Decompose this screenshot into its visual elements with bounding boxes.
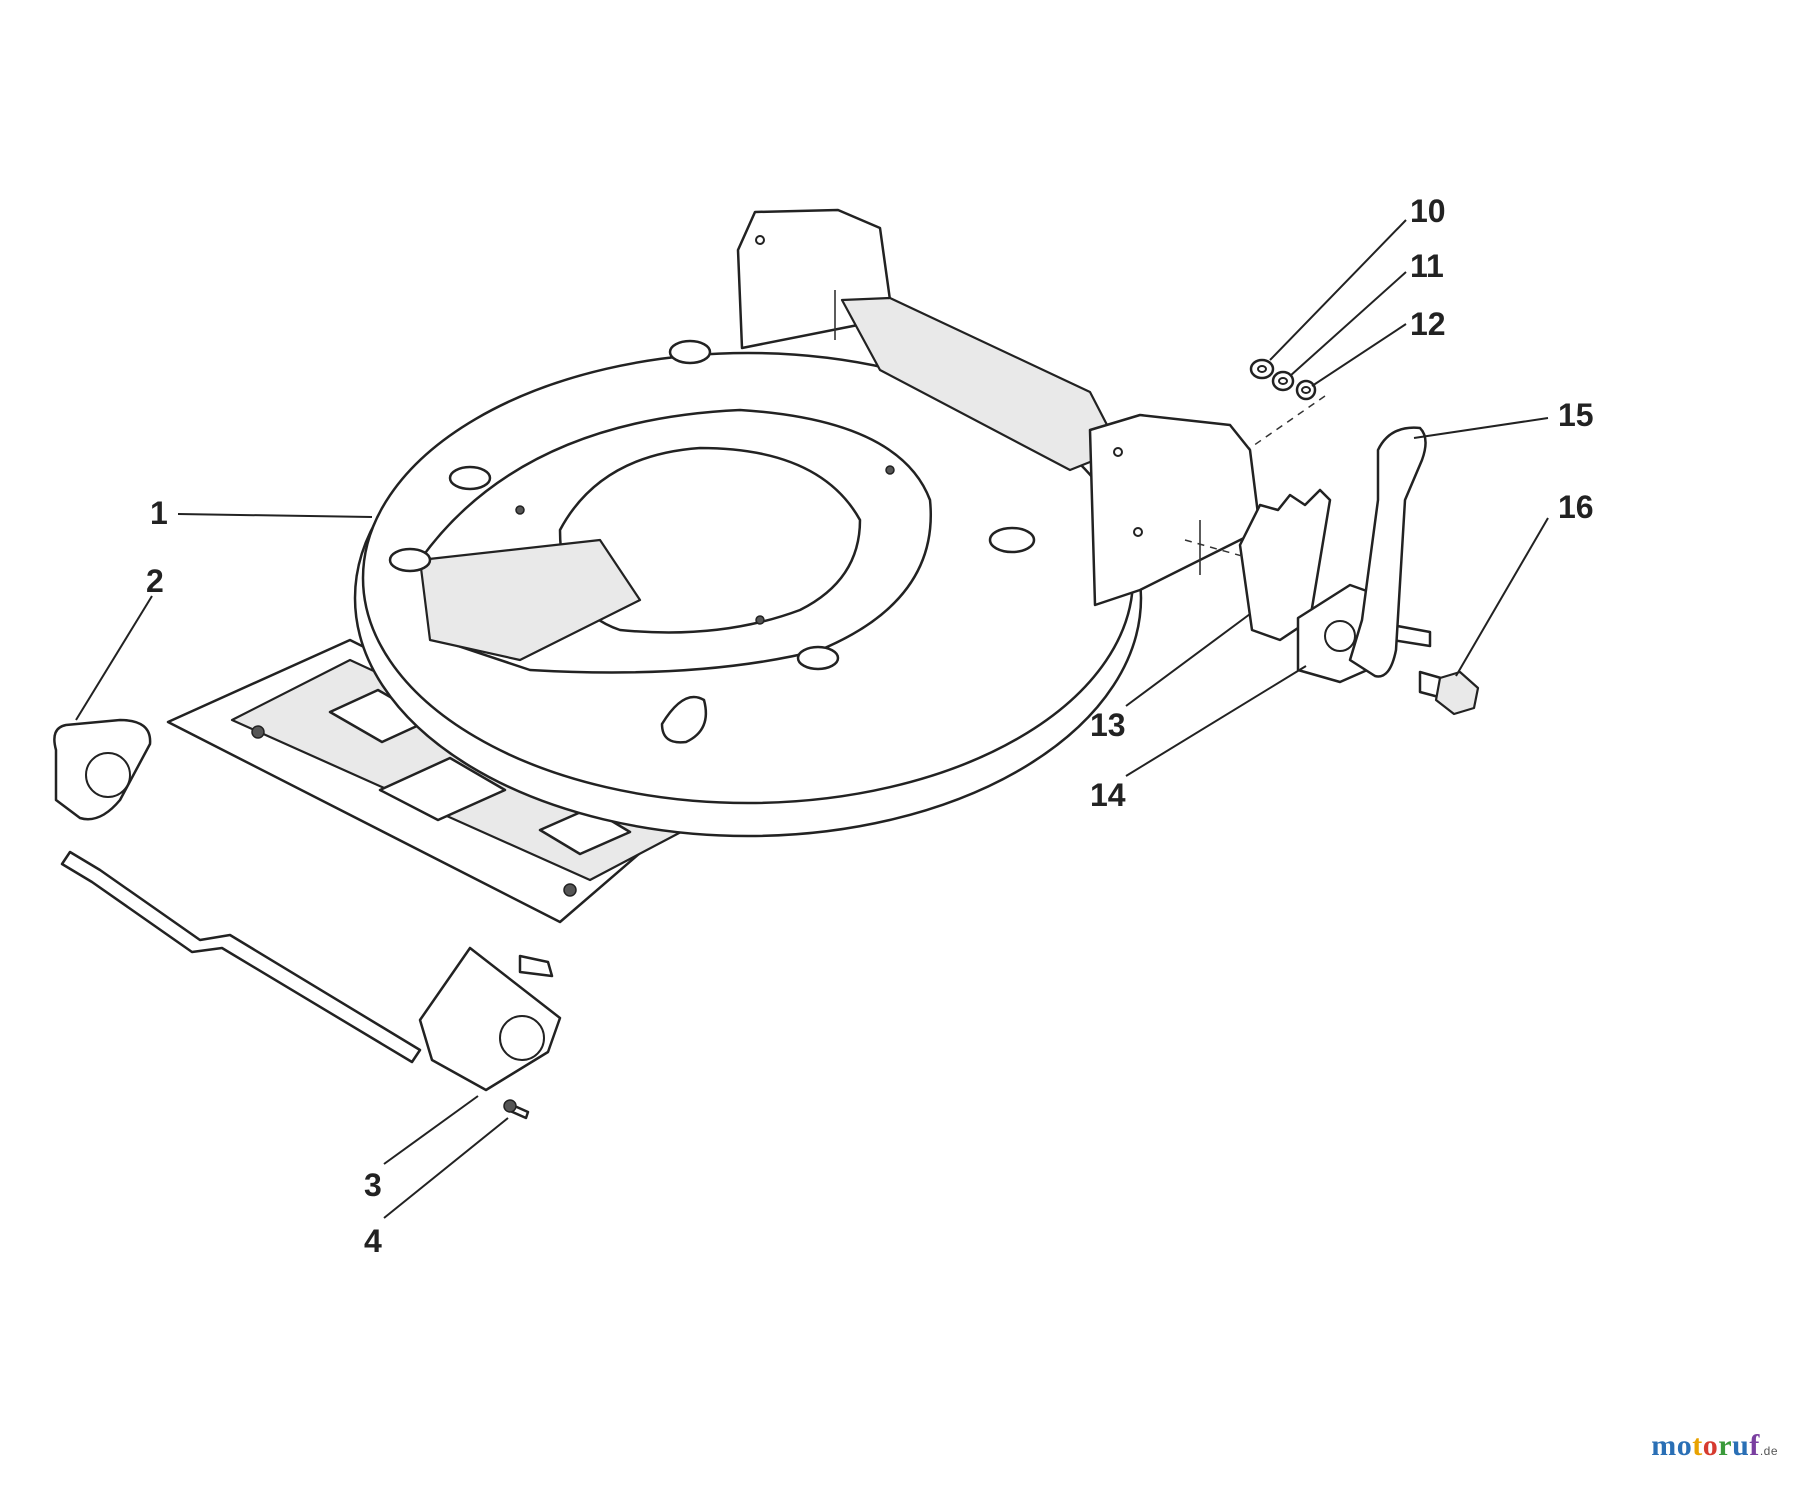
axle-assembly (53, 718, 562, 1092)
flap-slot-2 (378, 756, 507, 822)
brand-logo: motoruf.de (1651, 1429, 1778, 1463)
leader-lines (75, 219, 1549, 1219)
discharge-channel (418, 538, 642, 662)
leader-11 (1289, 271, 1407, 377)
deck-bolt-2 (755, 615, 765, 625)
bolt-part-16 (1418, 670, 1480, 716)
brand-letter: o (1702, 1429, 1719, 1462)
flap-bolt-2 (563, 883, 577, 897)
leader-12 (1311, 323, 1407, 387)
callout-2: 2 (146, 563, 164, 599)
callout-11: 11 (1410, 248, 1444, 284)
deck-front-bump (660, 695, 708, 744)
fastener-axis-line (1249, 395, 1326, 449)
deck-bolt-3 (515, 505, 525, 515)
screw-part-4 (503, 1099, 530, 1120)
rear-housing-right-plate (1088, 413, 1262, 607)
leader-16 (1455, 517, 1549, 677)
axle-bracket-right-hole (499, 1015, 545, 1061)
brand-letter: f (1749, 1429, 1760, 1462)
callout-15: 15 (1558, 397, 1594, 433)
callout-3: 3 (364, 1167, 382, 1203)
rear-housing-hole-2 (1113, 447, 1123, 457)
flap-bolt-1 (251, 725, 265, 739)
axle-bracket-left-hole (85, 752, 131, 798)
bolt-head (1434, 670, 1480, 716)
leader-2 (75, 595, 153, 721)
bracket-axis-line (1184, 539, 1243, 557)
brand-letter: o (1676, 1429, 1693, 1462)
brand-letter: r (1718, 1429, 1733, 1462)
washer-part-11-hole (1278, 377, 1288, 385)
deck-boss-far-left (388, 547, 432, 573)
leader-14 (1125, 665, 1307, 777)
fasteners-10-12 (1249, 358, 1326, 449)
deck-boss-right (988, 526, 1036, 554)
deck-boss-top (668, 339, 712, 365)
callout-12: 12 (1410, 306, 1446, 342)
brand-letter: u (1732, 1429, 1750, 1462)
leader-3 (383, 1095, 479, 1165)
leader-4 (383, 1117, 509, 1219)
callout-13: 13 (1090, 707, 1126, 743)
deck-boss-left (448, 465, 492, 491)
washer-part-12-hole (1301, 386, 1311, 394)
height-lever-part-15 (1348, 426, 1427, 678)
leader-13 (1125, 613, 1251, 707)
leader-15 (1413, 417, 1549, 439)
rear-housing-hole-3 (1133, 527, 1143, 537)
nut-part-10-hole (1257, 365, 1267, 373)
rear-housing-hole-1 (755, 235, 765, 245)
callout-10: 10 (1410, 193, 1446, 229)
callout-4: 4 (364, 1223, 382, 1259)
brand-suffix: .de (1759, 1444, 1778, 1458)
axle-stub (518, 954, 554, 978)
deck-center-opening (558, 446, 862, 634)
wheel-bracket-hole (1324, 620, 1356, 652)
brand-letter: m (1651, 1429, 1677, 1462)
callout-16: 16 (1558, 489, 1594, 525)
deck-boss-bottom (796, 645, 840, 671)
brand-letter: t (1692, 1429, 1703, 1462)
callout-1: 1 (150, 495, 168, 531)
leader-1 (177, 513, 373, 518)
callout-14: 14 (1090, 777, 1126, 813)
brand-name: motoruf (1651, 1429, 1760, 1462)
mower-deck (166, 208, 1262, 924)
callout-labels: 1 2 3 4 10 11 12 13 14 15 16 (146, 193, 1594, 1259)
height-bracket-part-13 (1238, 488, 1332, 642)
deck-bolt-1 (885, 465, 895, 475)
leader-10 (1269, 219, 1407, 361)
axle-rod (60, 850, 422, 1064)
screw-head (503, 1099, 517, 1113)
